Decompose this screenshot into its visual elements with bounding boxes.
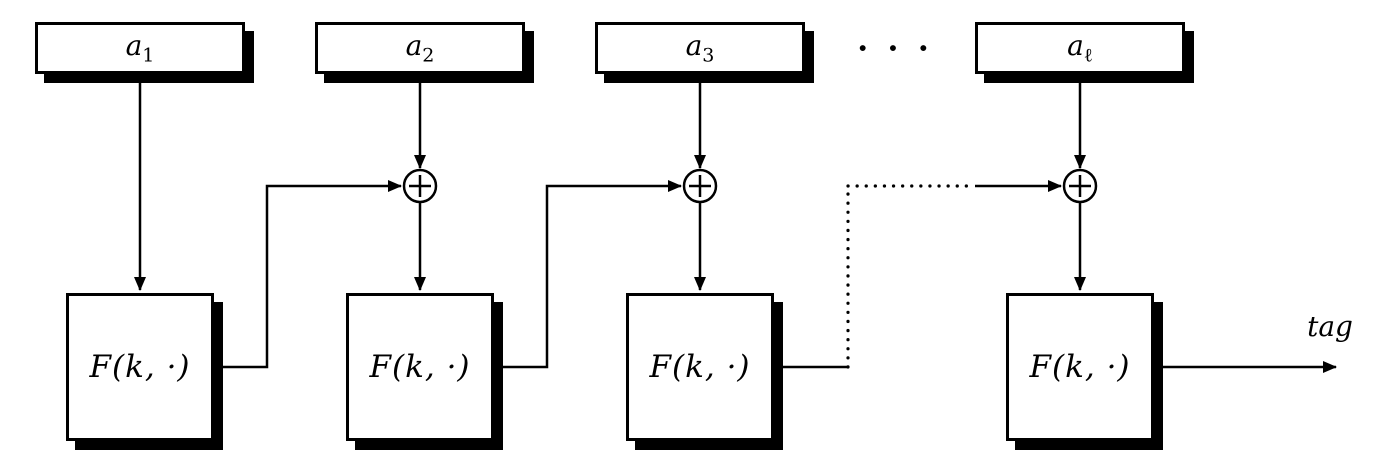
ellipsis-dots: · · · — [857, 29, 933, 67]
block-label-base: a — [685, 29, 703, 63]
block-label-sub: ℓ — [1083, 44, 1093, 67]
block-label-base: a — [1067, 28, 1084, 62]
message-block-a1: a1 — [35, 22, 245, 74]
prf-box-4: F(k, ·) — [1006, 293, 1154, 441]
prf-label-3: F(k, ·) — [649, 349, 751, 385]
prf-label-1: F(k, ·) — [89, 349, 191, 385]
xor-icon — [1062, 168, 1098, 204]
block-label-a2: a2 — [406, 29, 435, 67]
prf-label-4: F(k, ·) — [1029, 349, 1131, 385]
message-block-al: aℓ — [975, 22, 1185, 74]
message-block-a2: a2 — [315, 22, 525, 74]
block-label-sub: 3 — [702, 44, 715, 67]
xor-icon — [402, 168, 438, 204]
block-label-a3: a3 — [686, 29, 715, 67]
prf-box-1: F(k, ·) — [66, 293, 214, 441]
output-tag-label: tag — [1307, 310, 1353, 343]
prf-label-2: F(k, ·) — [369, 349, 471, 385]
xor-icon — [682, 168, 718, 204]
prf-box-2: F(k, ·) — [346, 293, 494, 441]
message-block-a3: a3 — [595, 22, 805, 74]
block-label-a1: a1 — [126, 29, 155, 67]
block-label-base: a — [405, 29, 423, 63]
block-label-sub: 2 — [422, 44, 435, 67]
chain-f1-to-xor2 — [214, 180, 402, 369]
block-label-base: a — [125, 29, 143, 63]
prf-box-3: F(k, ·) — [626, 293, 774, 441]
block-label-al: aℓ — [1067, 29, 1093, 68]
chain-f2-to-xor3 — [494, 180, 682, 369]
block-label-sub: 1 — [142, 44, 155, 67]
